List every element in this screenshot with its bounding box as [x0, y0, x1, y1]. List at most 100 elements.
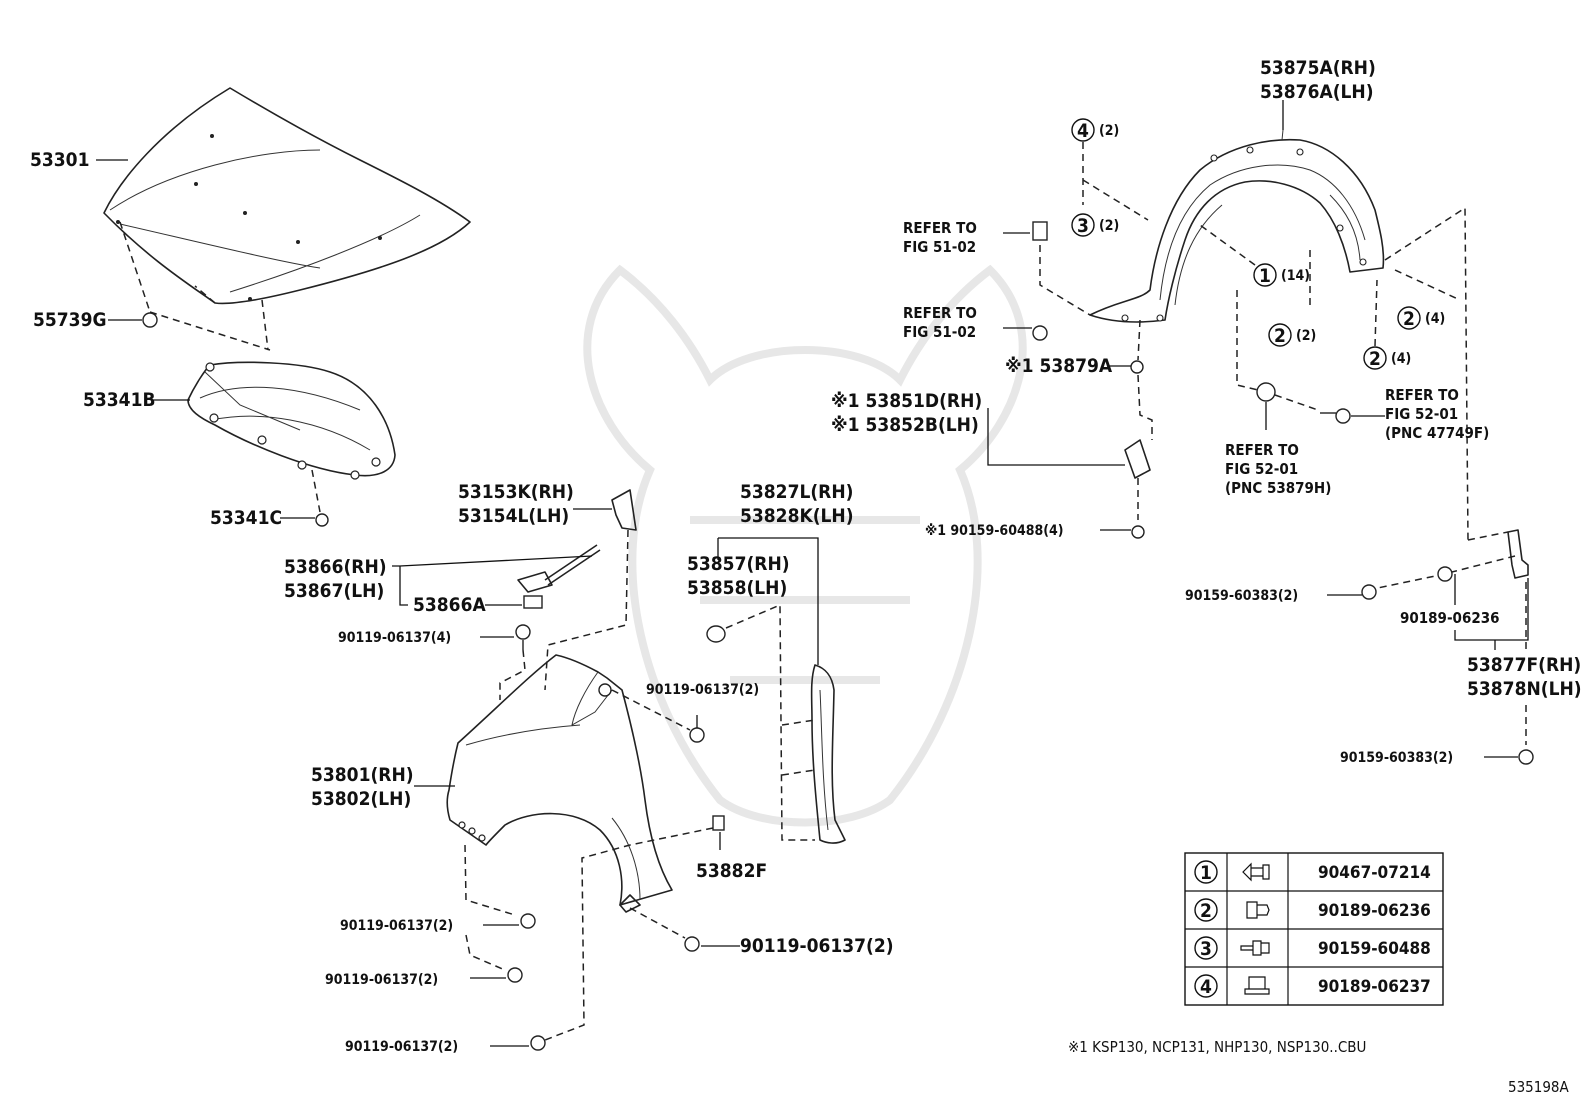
label-shield-lh: ※1 53852B(LH) — [831, 414, 979, 436]
label-insulator-retainer: 53341C — [210, 507, 282, 529]
callout-one: 1 — [1253, 263, 1277, 287]
legend-number-circle — [1194, 860, 1218, 884]
legend-table — [1184, 852, 1444, 1006]
svg-text:2: 2 — [1274, 325, 1286, 347]
hood-part — [103, 87, 471, 305]
watermark-logo — [583, 264, 1027, 827]
refer-clip-a — [1032, 221, 1048, 241]
legend-part-number: 90159-60488 — [1318, 939, 1431, 959]
label-bracket-lh: 53154L(LH) — [458, 505, 569, 527]
legend-number-circle — [1194, 974, 1218, 998]
label-shield-rh: ※1 53851D(RH) — [831, 390, 982, 412]
label-liner-rh: 53875A(RH) — [1260, 57, 1376, 79]
label-bracket-rr-lh: 53878N(LH) — [1467, 678, 1582, 700]
clip-fir-tree-icon — [1242, 862, 1270, 882]
label-fender-seal-rh: 53827L(RH) — [740, 481, 853, 503]
screw-grommet-icon — [1240, 940, 1270, 956]
label-refer-b1: REFER TO — [903, 304, 977, 322]
label-cushion-rh: 53857(RH) — [687, 553, 790, 575]
legend-row: 4 90189-06237 — [1194, 974, 1431, 998]
splash-shield-part — [1124, 439, 1151, 479]
clip-push-icon — [1246, 901, 1270, 919]
label-splash-clip: ※1 53879A — [1005, 355, 1113, 377]
insulator-retainer-part — [315, 513, 329, 527]
label-refer-c1: REFER TO — [1225, 441, 1299, 459]
clip-53882f-part — [712, 815, 725, 831]
label-screw-bottom: 90159-60383(2) — [1340, 750, 1453, 766]
label-fender-seal-lh: 53828K(LH) — [740, 505, 854, 527]
label-refer-d2: FIG 52-01 — [1385, 405, 1458, 423]
svg-text:4: 4 — [1077, 120, 1089, 142]
bolt-lower-2-part — [507, 967, 523, 983]
label-bolt-lower-1: 90119-06137(2) — [340, 918, 453, 934]
label-clip-53882f: 53882F — [696, 860, 767, 882]
footnote: ※1 KSP130, NCP131, NHP130, NSP130..CBU — [1068, 1038, 1366, 1056]
hood-bracket-part — [611, 489, 637, 531]
label-clip-bracket: 90189-06236 — [1400, 609, 1500, 627]
label-bolt-fender-top: 90119-06137(4) — [338, 630, 451, 646]
label-refer-d1: REFER TO — [1385, 386, 1459, 404]
rear-bracket-part — [1507, 529, 1529, 579]
legend-part-number: 90189-06236 — [1318, 901, 1431, 921]
label-c1-qty: (14) — [1281, 268, 1310, 284]
screw-bottom-part — [1518, 749, 1534, 765]
label-bolt-lower-3: 90119-06137(2) — [345, 1039, 458, 1055]
callout-two-b: 2 — [1397, 306, 1421, 330]
label-refer-b2: FIG 51-02 — [903, 323, 976, 341]
legend-part-number: 90189-06237 — [1318, 977, 1431, 997]
callout-two-c: 2 — [1363, 346, 1387, 370]
legend-number: 2 — [1200, 900, 1212, 922]
bolt-fender-top-part — [515, 624, 531, 650]
splash-clip-part — [1130, 360, 1144, 374]
label-c2b-qty: (4) — [1425, 311, 1445, 327]
label-bolt-lower-right: 90119-06137(2) — [740, 935, 894, 957]
callout-four-top: 4 — [1071, 118, 1095, 142]
label-refer-c3: (PNC 53879H) — [1225, 479, 1331, 497]
callout-two-a: 2 — [1268, 323, 1292, 347]
label-refer-a2: FIG 51-02 — [903, 238, 976, 256]
legend-part-number: 90467-07214 — [1318, 863, 1431, 883]
label-hood: 53301 — [30, 149, 89, 171]
front-fender-part — [446, 654, 673, 913]
label-hood-cushion: 55739G — [33, 309, 107, 331]
svg-text:2: 2 — [1369, 348, 1381, 370]
legend-row: 1 90467-07214 — [1194, 860, 1431, 884]
hood-insulator-part — [187, 361, 396, 480]
label-fender-lh: 53802(LH) — [311, 788, 411, 810]
clip-bracket-part — [1437, 566, 1453, 582]
fender-liner-part — [1089, 129, 1385, 323]
legend-number: 3 — [1200, 938, 1212, 960]
label-refer-d3: (PNC 47749F) — [1385, 424, 1489, 442]
svg-text:3: 3 — [1077, 215, 1089, 237]
bolt-47749f-part — [1320, 408, 1351, 424]
diagram-code: 535198A — [1508, 1078, 1570, 1096]
screw-shield-part — [1131, 525, 1145, 539]
label-bracket-rr-rh: 53877F(RH) — [1467, 654, 1581, 676]
legend-number: 4 — [1200, 976, 1212, 998]
bolt-lower-3-part — [530, 1035, 546, 1051]
hood-seal-part — [517, 544, 601, 609]
grommet-53879h-part — [1256, 382, 1276, 402]
label-hood-seal-rh: 53866(RH) — [284, 556, 387, 578]
clip-nut-icon — [1244, 976, 1270, 995]
label-seal-clip: 53866A — [413, 594, 486, 616]
label-hood-insulator: 53341B — [83, 389, 156, 411]
bolt-upper-mid-part — [689, 715, 705, 743]
legend-number-circle — [1194, 936, 1218, 960]
cushion-part — [706, 625, 726, 643]
legend-row: 3 90159-60488 — [1194, 936, 1431, 960]
label-c4-qty: (2) — [1099, 123, 1119, 139]
svg-text:1: 1 — [1259, 265, 1271, 287]
hood-cushion-part — [142, 312, 158, 328]
label-bracket-rh: 53153K(RH) — [458, 481, 574, 503]
label-c2c-qty: (4) — [1391, 351, 1411, 367]
label-fender-rh: 53801(RH) — [311, 764, 414, 786]
svg-text:2: 2 — [1403, 308, 1415, 330]
label-liner-lh: 53876A(LH) — [1260, 81, 1374, 103]
label-refer-a1: REFER TO — [903, 219, 977, 237]
legend-number: 1 — [1200, 862, 1212, 884]
label-cushion-lh: 53858(LH) — [687, 577, 787, 599]
refer-clip-b — [1032, 325, 1048, 341]
